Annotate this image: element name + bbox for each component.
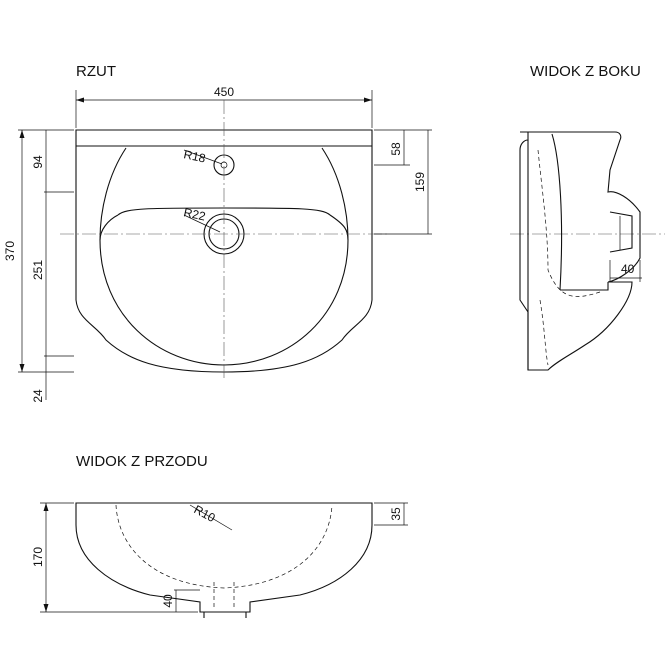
dim-251: 251 — [31, 260, 45, 280]
dim-front-40: 40 — [161, 594, 175, 608]
dim-width-450: 450 — [214, 85, 234, 99]
side-profile-outline — [519, 131, 641, 371]
dim-35: 35 — [389, 507, 403, 521]
dim-159: 159 — [413, 172, 427, 192]
top-view-title: RZUT — [76, 63, 116, 80]
dim-r22: R22 — [182, 205, 207, 223]
dim-r18: R18 — [182, 147, 207, 165]
dim-r10: R10 — [192, 502, 218, 525]
front-view: WIDOK Z PRZODU R10 170 40 35 — [31, 453, 408, 618]
dim-370: 370 — [3, 241, 17, 261]
front-view-title: WIDOK Z PRZODU — [76, 453, 208, 470]
side-view-title: WIDOK Z BOKU — [530, 63, 641, 80]
dim-side-40: 40 — [621, 262, 635, 276]
side-view: WIDOK Z BOKU 40 — [510, 63, 665, 371]
front-outline — [75, 502, 373, 613]
top-view: RZUT 450 R18 R22 370 — [3, 63, 432, 403]
dim-170: 170 — [31, 547, 45, 567]
dim-58: 58 — [389, 142, 403, 156]
dim-24: 24 — [31, 389, 45, 403]
dim-94: 94 — [31, 155, 45, 169]
